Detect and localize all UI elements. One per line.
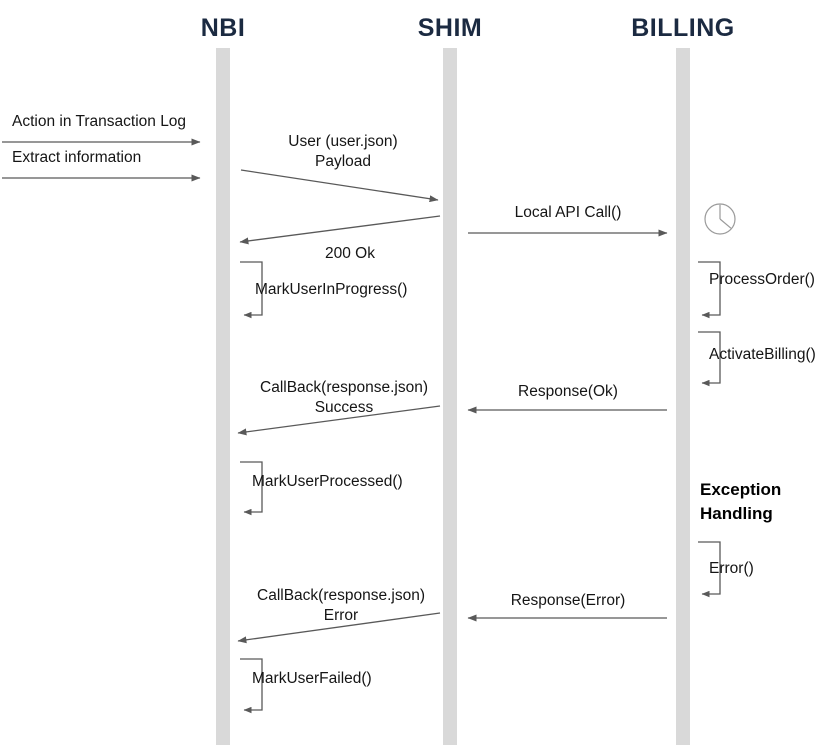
lifeline-title-shim: SHIM bbox=[417, 14, 483, 42]
lifelines-group bbox=[216, 48, 690, 745]
message-arrow-callback-error bbox=[237, 612, 441, 644]
self-call-arrow-mark-user-in-progress bbox=[240, 261, 263, 319]
clock-icon-hand-1 bbox=[719, 218, 732, 229]
message-label-mark-user-processed: MarkUserProcessed() bbox=[252, 473, 403, 490]
icons-group bbox=[704, 203, 736, 235]
message-label-activate-billing: ActivateBilling() bbox=[709, 346, 816, 363]
message-arrow-user-payload bbox=[240, 169, 439, 203]
message-label-200-ok: 200 Ok bbox=[325, 245, 375, 262]
message-label-user-payload: User (user.json) Payload bbox=[288, 133, 398, 170]
message-label-response-error: Response(Error) bbox=[510, 592, 626, 609]
self-call-arrow-mark-user-processed bbox=[240, 461, 263, 516]
lifeline-title-nbi: NBI bbox=[200, 14, 246, 42]
self-call-arrow-process-order bbox=[698, 261, 721, 319]
message-label-mark-user-in-progress: MarkUserInProgress() bbox=[255, 281, 408, 298]
message-label-error: Error() bbox=[709, 560, 754, 577]
annotation-exception-handling: Exception Handling bbox=[700, 480, 782, 523]
message-label-process-order: ProcessOrder() bbox=[709, 271, 815, 288]
message-label-callback-success: CallBack(response.json) Success bbox=[260, 379, 428, 416]
message-label-mark-user-failed: MarkUserFailed() bbox=[252, 670, 372, 687]
message-label-action-in-transaction-log: Action in Transaction Log bbox=[12, 113, 187, 130]
self-call-arrow-mark-user-failed bbox=[240, 658, 263, 714]
lifeline-bar-nbi bbox=[216, 48, 230, 745]
lifeline-bar-shim bbox=[443, 48, 457, 745]
lifeline-title-billing: BILLING bbox=[631, 14, 735, 42]
message-arrow-callback-success bbox=[237, 405, 441, 436]
self-call-arrow-activate-billing bbox=[698, 331, 721, 387]
message-label-callback-error: CallBack(response.json) Error bbox=[257, 587, 425, 624]
message-label-local-api-call: Local API Call() bbox=[514, 204, 622, 221]
clock-icon bbox=[704, 203, 736, 235]
message-label-response-ok: Response(Ok) bbox=[518, 383, 618, 400]
message-label-extract-information: Extract information bbox=[12, 149, 142, 166]
clock-icon-face bbox=[704, 203, 736, 235]
lifeline-bar-billing bbox=[676, 48, 690, 745]
message-arrow-200-ok bbox=[239, 215, 441, 245]
messages-group bbox=[2, 138, 721, 714]
self-call-arrow-error bbox=[698, 541, 721, 598]
